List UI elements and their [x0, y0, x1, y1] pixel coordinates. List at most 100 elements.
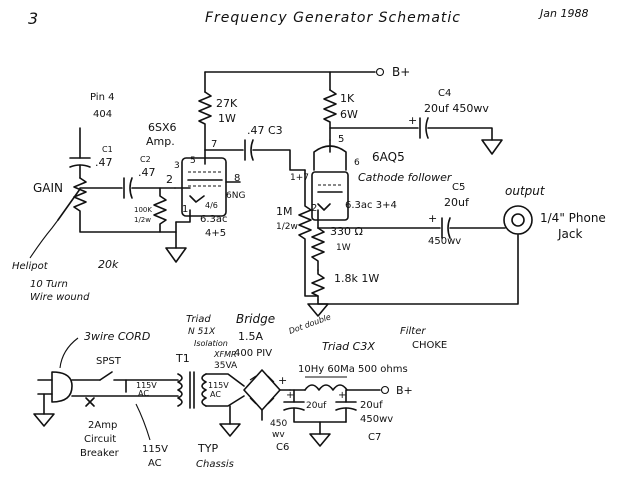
psu-breaker-type: Circuit	[84, 434, 116, 445]
tube1-pin3: 3	[174, 161, 180, 171]
capacitor-c4-plus: +	[408, 114, 417, 127]
c7-plus: +	[338, 390, 346, 401]
c7-value: 20uf	[360, 400, 383, 411]
pot-pin-label: Pin 4	[90, 92, 114, 103]
output-jack-size: 1/4" Phone	[540, 211, 606, 225]
pot-c1-capacitor	[69, 127, 91, 179]
bridge-piv: 400 PIV	[234, 348, 272, 359]
resistor-100k-symbol	[153, 187, 167, 233]
tube2-pin5: 5	[338, 134, 344, 145]
pot-note-20k: 20k	[98, 258, 119, 271]
tube1-pin7: 7	[211, 139, 217, 150]
capacitor-c3-value: .47 C3	[247, 124, 283, 137]
psu-mains-volts-2: 115V	[142, 444, 168, 455]
capacitor-c2-value: .47	[138, 166, 156, 179]
resistor-1k-rating: 6W	[340, 108, 358, 121]
transformer-t1-symbol	[177, 371, 245, 409]
tube1-pin8: 8	[234, 173, 240, 184]
transformer-word: XFMR	[213, 350, 237, 359]
capacitor-c2-name: C2	[140, 155, 151, 164]
tube1-role: Amp.	[146, 135, 175, 148]
tube1-ground-note: 6NG	[226, 191, 245, 201]
resistor-330-rating: 1W	[336, 243, 351, 253]
choke-spec: 10Hy 60Ma 500 ohms	[298, 364, 408, 375]
pot-note-helipot: Helipot	[12, 261, 49, 272]
bridge-current: 1.5A	[238, 330, 263, 343]
chassis-typ-label: TYP	[197, 442, 218, 455]
psu-mains-ac-1: AC	[138, 389, 149, 398]
transformer-name: T1	[175, 352, 190, 365]
capacitor-c2-symbol	[79, 177, 176, 199]
capacitor-c5-value: 20uf	[444, 196, 470, 209]
tube1-pins-hk: 4/6	[205, 201, 218, 210]
bridge-rectifier-symbol	[243, 369, 291, 421]
resistor-1k-symbol	[323, 89, 337, 141]
transformer-va: 35VA	[214, 361, 238, 371]
resistor-1k8-value: 1.8k 1W	[334, 272, 379, 285]
psu-breaker-rating: 2Amp	[88, 420, 117, 431]
ground-stage1	[165, 231, 187, 263]
resistor-330-value: 330 Ω	[330, 225, 363, 238]
resistor-1m-value: 1M	[276, 205, 293, 218]
page-number: 3	[28, 9, 38, 28]
mains-pointer-arrow	[135, 403, 151, 441]
transformer-type: Isolation	[194, 339, 228, 348]
tube1-pin1: 1	[182, 204, 188, 215]
resistor-1k-value: 1K	[340, 92, 355, 105]
schematic-date: Jan 1988	[538, 7, 588, 20]
resistor-1m-symbol	[298, 169, 319, 297]
tube2-pin6: 6	[354, 158, 360, 168]
c6-plus: +	[286, 390, 294, 401]
tube2-pin2: 2	[311, 203, 317, 214]
tube1-pin5: 5	[190, 156, 196, 166]
pot-value: 404	[93, 109, 112, 120]
resistor-27k-rating: 1W	[218, 112, 236, 125]
capacitor-c7-symbol	[309, 389, 357, 447]
capacitor-c4-symbol	[329, 117, 503, 155]
transformer-model: N 51X	[188, 327, 216, 337]
pot-note-turns: 10 Turn	[30, 279, 68, 290]
c6-name: C6	[276, 442, 289, 453]
tube2-role: Cathode follower	[358, 171, 453, 184]
psu-mains-volts-1: 115V	[136, 381, 157, 390]
b-plus-top-rail	[204, 67, 385, 93]
tube1-heater-pins: 4+5	[205, 228, 226, 239]
resistor-100k-value: 100K	[134, 206, 152, 214]
resistor-1k8-symbol	[311, 269, 325, 301]
tube2-heater: 6.3ac 3+4	[345, 200, 397, 211]
bridge-label: Bridge	[236, 312, 275, 326]
capacitor-c5-name: C5	[452, 182, 465, 193]
tube2-type: 6AQ5	[372, 150, 405, 164]
pot-note-wirewound: Wire wound	[30, 292, 90, 303]
phone-jack-symbol	[503, 205, 533, 235]
resistor-1m-rating: 1/2w	[276, 222, 298, 232]
choke-filter-label: Filter	[400, 326, 426, 337]
transformer-mfr: Triad	[186, 314, 211, 325]
schematic-title: Frequency Generator Schematic	[205, 10, 461, 26]
cord-pointer-arrow	[59, 337, 79, 369]
c7-name: C7	[368, 432, 381, 443]
pot-pointer-arrow	[29, 219, 59, 259]
b-plus-psu-label: B+	[396, 384, 413, 397]
tube1-type: 6SX6	[148, 121, 177, 134]
tube1-heater: 6.3ac	[200, 214, 228, 225]
transformer-sec-ac: AC	[210, 390, 221, 399]
tube-6sx6-symbol	[174, 149, 241, 223]
b-plus-top-label: B+	[392, 65, 410, 79]
choke-model: Triad C3X	[322, 340, 375, 353]
c6-rating-wv: wv	[272, 430, 285, 440]
pot-wiper-line	[57, 188, 81, 221]
filter-choke-symbol	[289, 376, 390, 395]
mains-wiring	[71, 371, 179, 407]
resistor-330-symbol	[311, 227, 325, 271]
resistor-100k-rating: 1/2w	[134, 216, 151, 224]
pot-helipot-symbol	[73, 177, 177, 233]
psu-switch-label: SPST	[96, 356, 122, 367]
power-plug-symbol	[33, 371, 73, 427]
capacitor-c1-name: C1	[102, 145, 113, 154]
pot-gain-label: GAIN	[33, 181, 63, 195]
capacitor-c1-value: .47	[95, 156, 113, 169]
capacitor-c5-symbol	[317, 217, 506, 239]
c6-value: 20uf	[306, 401, 327, 411]
